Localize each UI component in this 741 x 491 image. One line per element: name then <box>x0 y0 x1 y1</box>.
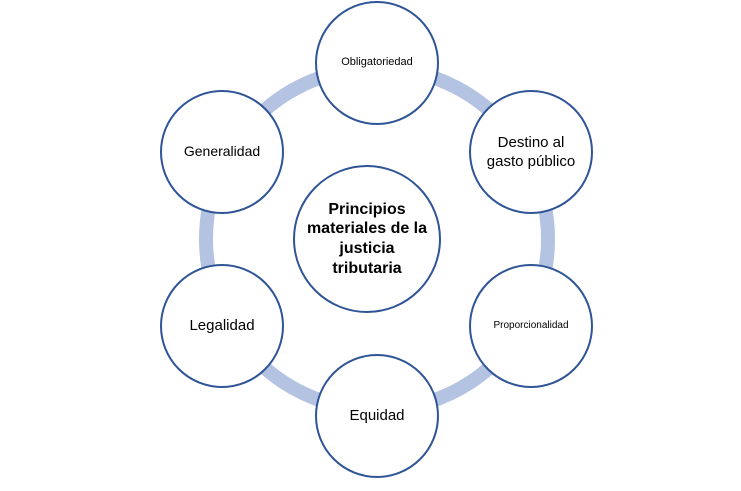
principle-obligatoriedad-label: Obligatoriedad <box>341 56 413 69</box>
principle-proporcionalidad-circle: Proporcionalidad <box>469 264 593 388</box>
principle-legalidad-label: Legalidad <box>189 316 255 334</box>
principle-destino-label: Destino al gasto público <box>486 133 576 171</box>
principle-generalidad-label: Generalidad <box>183 143 261 160</box>
center-concept-label: Principios materiales de la justicia tri… <box>306 200 428 277</box>
principle-destino-circle: Destino al gasto público <box>469 90 593 214</box>
principle-generalidad-circle: Generalidad <box>160 90 284 214</box>
principle-legalidad-circle: Legalidad <box>160 264 284 388</box>
principle-equidad-circle: Equidad <box>315 354 439 478</box>
principle-obligatoriedad-circle: Obligatoriedad <box>315 1 439 125</box>
center-concept-circle: Principios materiales de la justicia tri… <box>293 165 441 313</box>
principle-proporcionalidad-label: Proporcionalidad <box>493 319 569 331</box>
principle-equidad-label: Equidad <box>349 406 405 424</box>
